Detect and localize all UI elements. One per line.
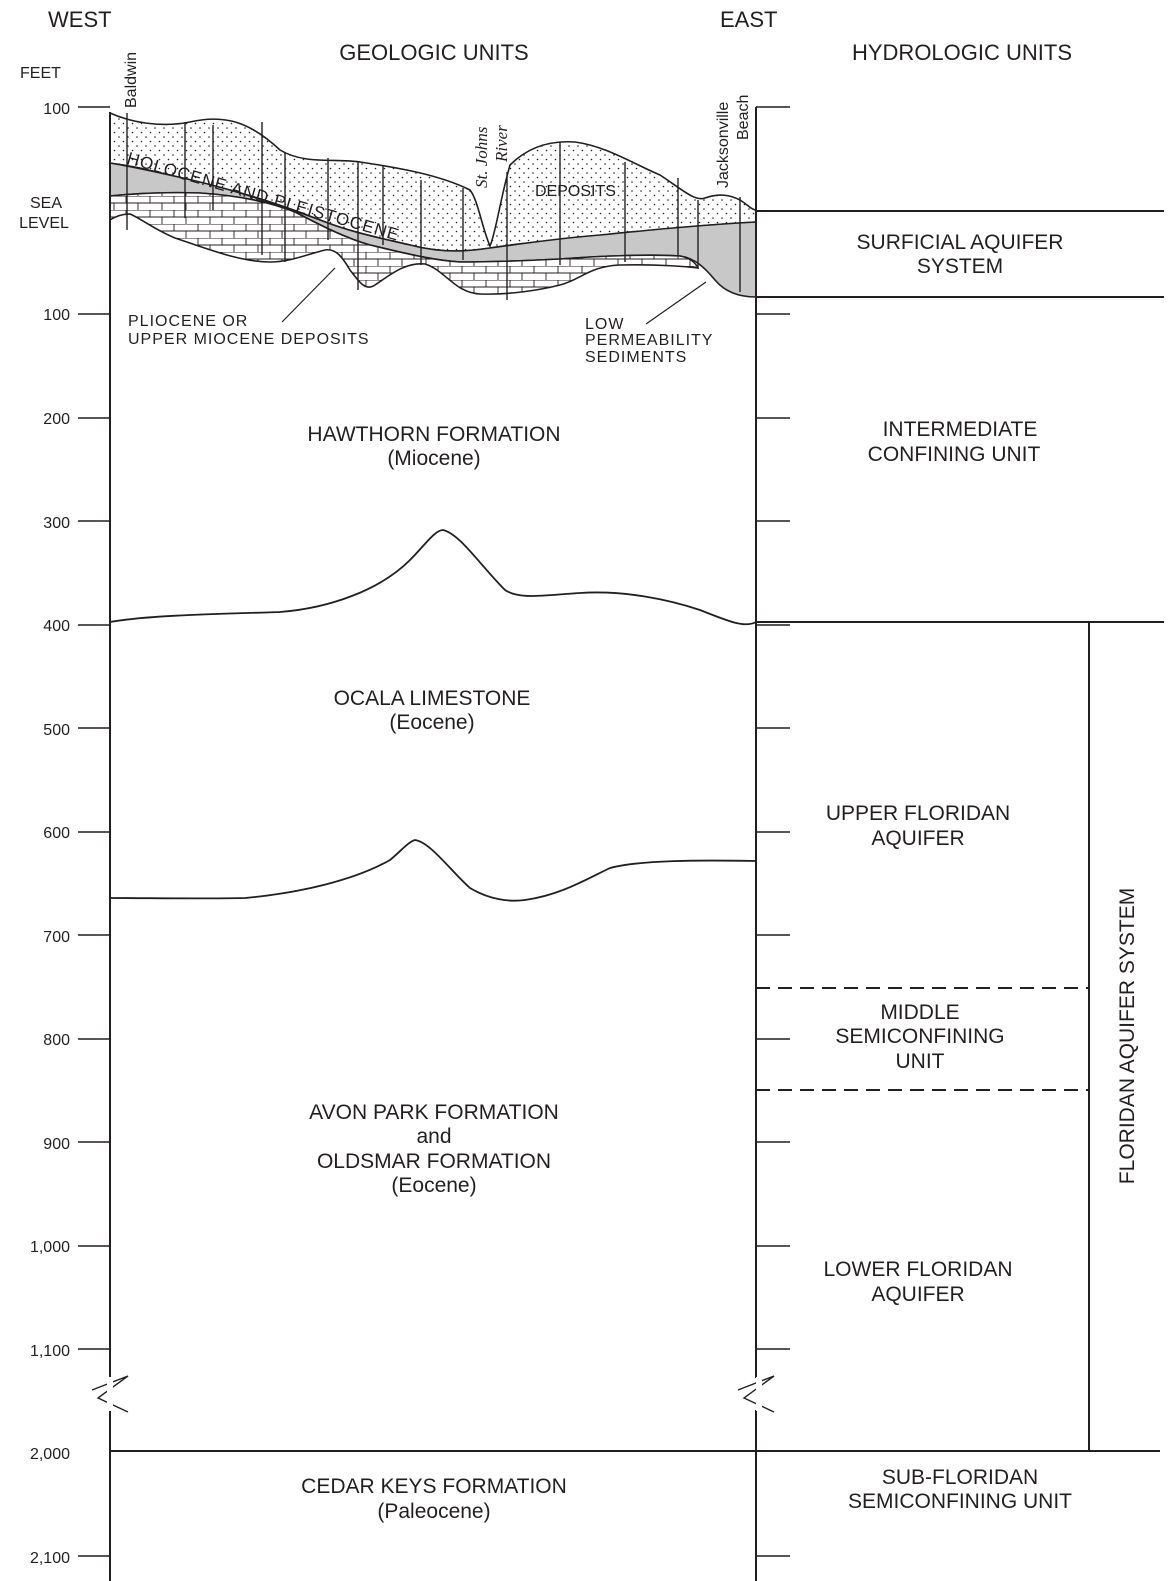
depth-label: 700	[43, 929, 70, 946]
depth-label: 300	[43, 515, 70, 532]
intermediate-label-2: CONFINING UNIT	[868, 443, 1041, 466]
frame	[91, 107, 1164, 1581]
depth-label: 600	[43, 825, 70, 842]
baldwin-label: Baldwin	[123, 52, 140, 108]
well-lines	[126, 113, 741, 300]
pliocene-upper-miocene-layer	[109, 191, 700, 295]
depth-label: 500	[43, 722, 70, 739]
low-perm-label-1: LOW	[585, 316, 624, 333]
depth-label: 400	[43, 618, 70, 635]
lower-floridan-label-2: AQUIFER	[871, 1283, 964, 1306]
feet-label: FEET	[20, 65, 61, 82]
avon-and-label: and	[416, 1125, 451, 1148]
depth-label: 200	[43, 411, 70, 428]
middle-label-3: UNIT	[896, 1050, 945, 1073]
floridan-aquifer-system-label: FLORIDAN AQUIFER SYSTEM	[1116, 888, 1139, 1184]
upper-floridan-label-1: UPPER FLORIDAN	[826, 802, 1010, 825]
hawthorn-age: (Miocene)	[387, 447, 480, 470]
ocala-age: (Eocene)	[389, 711, 474, 734]
hawthorn-label: HAWTHORN FORMATION	[307, 423, 560, 446]
depth-label: 2,100	[30, 1550, 70, 1567]
surficial-geology	[109, 111, 757, 325]
hawthorn-ocala-contact	[109, 529, 757, 626]
low-perm-label-3: SEDIMENTS	[585, 349, 687, 366]
east-label: EAST	[720, 7, 777, 32]
lower-floridan-label-1: LOWER FLORIDAN	[823, 1258, 1012, 1281]
depth-label: 100	[43, 307, 70, 324]
depth-label: 1,100	[30, 1343, 70, 1360]
oldsmar-age: (Eocene)	[391, 1174, 476, 1197]
middle-label-2: SEMICONFINING	[835, 1025, 1004, 1048]
depth-label: 900	[43, 1136, 70, 1153]
oldsmar-label: OLDSMAR FORMATION	[317, 1150, 551, 1173]
depth-label: 2,000	[30, 1446, 70, 1463]
cedar-keys-label: CEDAR KEYS FORMATION	[301, 1475, 567, 1498]
middle-label-1: MIDDLE	[880, 1001, 959, 1024]
sub-floridan-label-2: SEMICONFINING UNIT	[848, 1490, 1072, 1513]
cedar-keys-age: (Paleocene)	[377, 1500, 490, 1523]
west-label: WEST	[48, 7, 112, 32]
depth-label: LEVEL	[19, 215, 69, 232]
surficial-label-1: SURFICIAL AQUIFER	[857, 231, 1064, 254]
st-johns-river-label: River	[492, 125, 511, 163]
avon-park-label: AVON PARK FORMATION	[309, 1101, 559, 1124]
upper-floridan-label-2: AQUIFER	[871, 827, 964, 850]
jacksonville-beach-label: Beach	[735, 95, 752, 140]
deposits-label: DEPOSITS	[535, 183, 616, 200]
depth-axis: 100 SEA LEVEL 100 200 300 400 500 600 70…	[19, 101, 790, 1567]
sub-floridan-label-1: SUB-FLORIDAN	[882, 1466, 1038, 1489]
geologic-units-header: GEOLOGIC UNITS	[339, 40, 528, 65]
surficial-label-2: SYSTEM	[917, 255, 1003, 278]
ocala-label: OCALA LIMESTONE	[334, 687, 531, 710]
jacksonville-label: Jacksonville	[715, 102, 732, 188]
low-perm-label-2: PERMEABILITY	[585, 332, 713, 349]
pliocene-label-1: PLIOCENE OR	[128, 313, 248, 330]
depth-label: 800	[43, 1032, 70, 1049]
depth-label: 100	[43, 101, 70, 118]
depth-label: SEA	[30, 195, 62, 212]
hydrologic-units-header: HYDROLOGIC UNITS	[852, 40, 1072, 65]
ocala-avonpark-contact	[109, 839, 757, 902]
st-johns-label: St. Johns	[472, 126, 491, 188]
intermediate-label-1: INTERMEDIATE	[883, 418, 1038, 441]
pliocene-label-2: UPPER MIOCENE DEPOSITS	[128, 331, 370, 348]
depth-label: 1,000	[30, 1239, 70, 1256]
